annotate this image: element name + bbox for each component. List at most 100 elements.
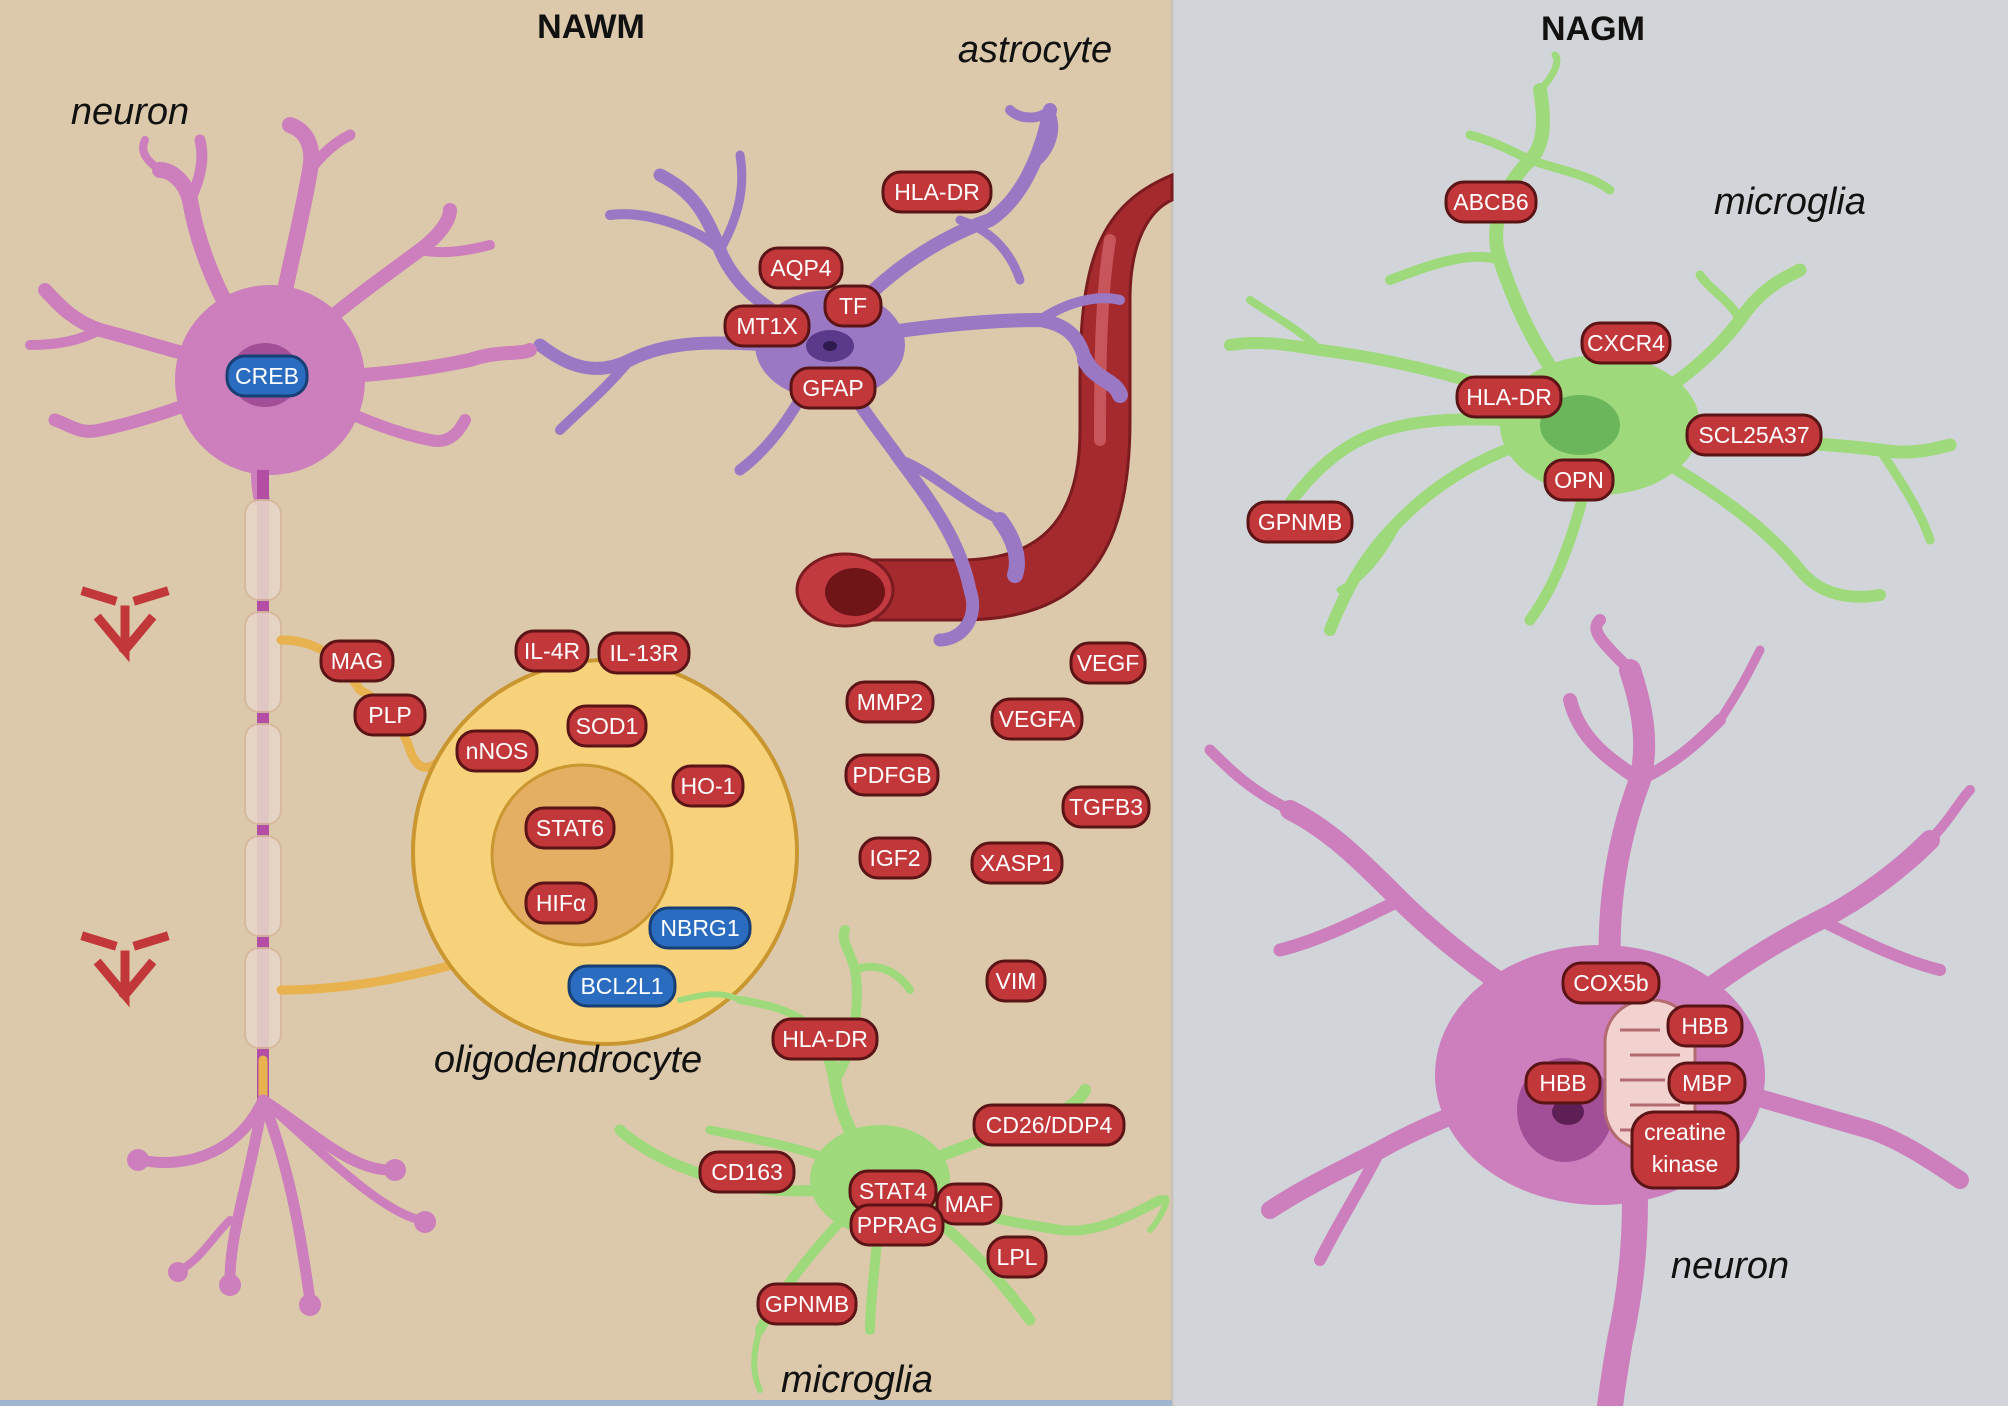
tgfb3-pill: TGFB3: [1061, 785, 1151, 829]
nbrg1-label: NBRG1: [660, 915, 739, 941]
mag-pill: MAG: [319, 639, 395, 683]
stat6-label: STAT6: [536, 815, 604, 841]
hif-pill: HIFα: [524, 881, 598, 925]
maf-pill: MAF: [935, 1182, 1003, 1226]
opn-pill: OPN: [1543, 458, 1615, 502]
astrocyte-hla-dr-label: HLA-DR: [894, 179, 980, 205]
mmp2-pill: MMP2: [845, 680, 935, 724]
ho-1-label: HO-1: [681, 773, 736, 799]
cd26-ddp4-pill: CD26/DDP4: [972, 1103, 1126, 1147]
igf2-pill: IGF2: [858, 836, 932, 880]
mbp-label: MBP: [1682, 1070, 1732, 1096]
myelin-sheath: [244, 499, 282, 1049]
microglia-right-hla-dr-label: HLA-DR: [1466, 384, 1552, 410]
vegfa-pill: VEGFA: [990, 697, 1084, 741]
antibody-icon: [80, 586, 170, 663]
nbrg1-pill: NBRG1: [648, 906, 752, 950]
opn-label: OPN: [1554, 467, 1604, 493]
oligodendrocyte-label: oligodendrocyte: [434, 1039, 702, 1081]
creatine-kinase-pill: creatine kinase: [1630, 1110, 1740, 1190]
maf-label: MAF: [945, 1191, 994, 1217]
nnos-pill: nNOS: [455, 729, 539, 773]
astrocyte-hla-dr-pill: HLA-DR: [881, 170, 993, 214]
astrocyte-endfoot: [1077, 352, 1128, 403]
gfap-label: GFAP: [802, 375, 863, 401]
cox5b-label: COX5b: [1573, 970, 1648, 996]
bcl2l1-pill: BCL2L1: [567, 964, 677, 1008]
vegf-pill: VEGF: [1069, 641, 1147, 685]
plp-pill: PLP: [353, 693, 427, 737]
vim-pill: VIM: [985, 959, 1047, 1003]
hbb-mito-label: HBB: [1681, 1013, 1728, 1039]
igf2-label: IGF2: [869, 845, 920, 871]
astrocyte-endfoot: [992, 512, 1025, 583]
creb-pill: CREB: [225, 354, 309, 398]
microglia-right-gpnmb-label: GPNMB: [1258, 509, 1342, 535]
stat6-pill: STAT6: [524, 806, 616, 850]
mbp-pill: MBP: [1667, 1061, 1747, 1105]
microglia-left-hla-dr-pill: HLA-DR: [771, 1017, 879, 1061]
vegfa-label: VEGFA: [999, 706, 1076, 732]
hbb-mito-pill: HBB: [1666, 1004, 1744, 1048]
scl25a37-label: SCL25A37: [1698, 422, 1809, 448]
creatine-label: creatine: [1644, 1119, 1726, 1145]
microglia-right-hla-dr-pill: HLA-DR: [1455, 375, 1563, 419]
mt1x-pill: MT1X: [723, 304, 811, 348]
lpl-pill: LPL: [986, 1235, 1048, 1279]
axon-terminals: [134, 1094, 425, 1306]
microglia-left-label: microglia: [781, 1359, 933, 1401]
il-4r-label: IL-4R: [524, 638, 580, 664]
plp-label: PLP: [368, 702, 411, 728]
nawm-title: NAWM: [537, 8, 645, 46]
lpl-label: LPL: [997, 1244, 1038, 1270]
microglia-left-hla-dr-label: HLA-DR: [782, 1026, 868, 1052]
xasp1-pill: XASP1: [970, 841, 1064, 885]
mmp2-label: MMP2: [857, 689, 923, 715]
blood-vessel: [795, 172, 1174, 628]
hbb-soma-label: HBB: [1539, 1070, 1586, 1096]
gfap-pill: GFAP: [789, 366, 877, 410]
hbb-soma-pill: HBB: [1524, 1061, 1602, 1105]
microglia-right-label: microglia: [1714, 181, 1866, 223]
pdfgb-pill: PDFGB: [844, 753, 940, 797]
cxcr4-label: CXCR4: [1587, 330, 1665, 356]
microglia-right-gpnmb-pill: GPNMB: [1246, 500, 1354, 544]
axon-terminal-bulbs: [127, 1149, 436, 1316]
mt1x-label: MT1X: [736, 313, 797, 339]
microglia-right-nucleus: [1540, 395, 1620, 455]
pprag-label: PPRAG: [857, 1212, 938, 1238]
cd163-pill: CD163: [698, 1150, 796, 1194]
sod1-pill: SOD1: [566, 704, 648, 748]
stat4-pill: STAT4: [848, 1169, 938, 1213]
abcb6-pill: ABCB6: [1444, 180, 1538, 224]
vegf-label: VEGF: [1077, 650, 1140, 676]
nagm-title: NAGM: [1541, 10, 1645, 48]
microglia-left-gpnmb-label: GPNMB: [765, 1291, 849, 1317]
scl25a37-pill: SCL25A37: [1685, 413, 1823, 457]
hif-label: HIFα: [536, 890, 586, 916]
aqp4-pill: AQP4: [758, 246, 844, 290]
aqp4-label: AQP4: [770, 255, 832, 281]
il-4r-pill: IL-4R: [514, 629, 590, 673]
cd163-label: CD163: [711, 1159, 783, 1185]
kinase-label: kinase: [1652, 1151, 1718, 1177]
cd26-ddp4-label: CD26/DDP4: [986, 1112, 1113, 1138]
cxcr4-pill: CXCR4: [1580, 321, 1672, 365]
nnos-label: nNOS: [466, 738, 529, 764]
tf-label: TF: [839, 293, 867, 319]
bottom-edge: [0, 1400, 1172, 1406]
antibody-icon: [80, 931, 170, 1008]
tgfb3-label: TGFB3: [1069, 794, 1143, 820]
tf-pill: TF: [823, 284, 883, 328]
il-13r-pill: IL-13R: [597, 631, 691, 675]
vim-label: VIM: [996, 968, 1037, 994]
stat4-label: STAT4: [859, 1178, 927, 1204]
neuron-right-label: neuron: [1671, 1245, 1789, 1287]
pdfgb-label: PDFGB: [852, 762, 931, 788]
sod1-label: SOD1: [576, 713, 639, 739]
bcl2l1-label: BCL2L1: [580, 973, 663, 999]
astrocyte-label: astrocyte: [958, 29, 1112, 71]
microglia-left-gpnmb-pill: GPNMB: [756, 1282, 858, 1326]
